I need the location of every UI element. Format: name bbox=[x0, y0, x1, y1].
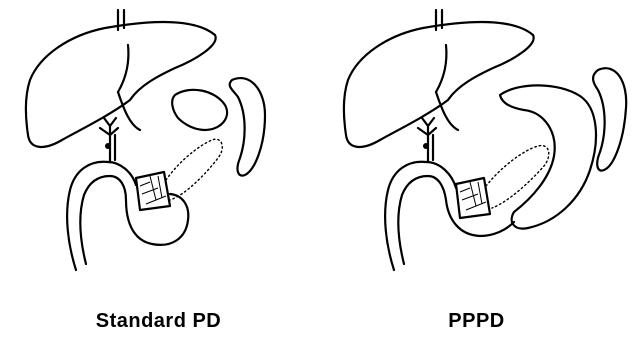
liver-lobe-line bbox=[436, 45, 446, 92]
pppd-caption: PPPD bbox=[318, 310, 635, 333]
spleen bbox=[230, 78, 265, 176]
pppd-illustration bbox=[318, 0, 635, 300]
pppd-panel: PPPD bbox=[318, 0, 635, 343]
hepatic-duct bbox=[436, 10, 442, 30]
anastomosis-box bbox=[456, 178, 490, 218]
liver-lobe-line bbox=[118, 45, 128, 92]
jejunal-loop bbox=[385, 162, 514, 270]
pancreas-body bbox=[166, 139, 222, 200]
jejunal-loop bbox=[67, 162, 188, 270]
stomach-remnant bbox=[172, 90, 227, 130]
duct-tip bbox=[105, 143, 111, 149]
standard-pd-illustration bbox=[0, 0, 317, 300]
spleen bbox=[593, 68, 626, 170]
standard-pd-panel: Standard PD bbox=[0, 0, 317, 343]
hepatic-duct bbox=[118, 10, 124, 30]
anastomosis-box bbox=[136, 172, 170, 210]
standard-pd-caption: Standard PD bbox=[0, 310, 317, 333]
liver-notch bbox=[118, 92, 140, 130]
pancreas-body bbox=[486, 146, 549, 208]
anastomosis-hatch bbox=[140, 176, 166, 204]
liver-notch bbox=[436, 92, 458, 130]
duct-tip bbox=[423, 143, 429, 149]
anastomosis-hatch bbox=[460, 182, 486, 210]
